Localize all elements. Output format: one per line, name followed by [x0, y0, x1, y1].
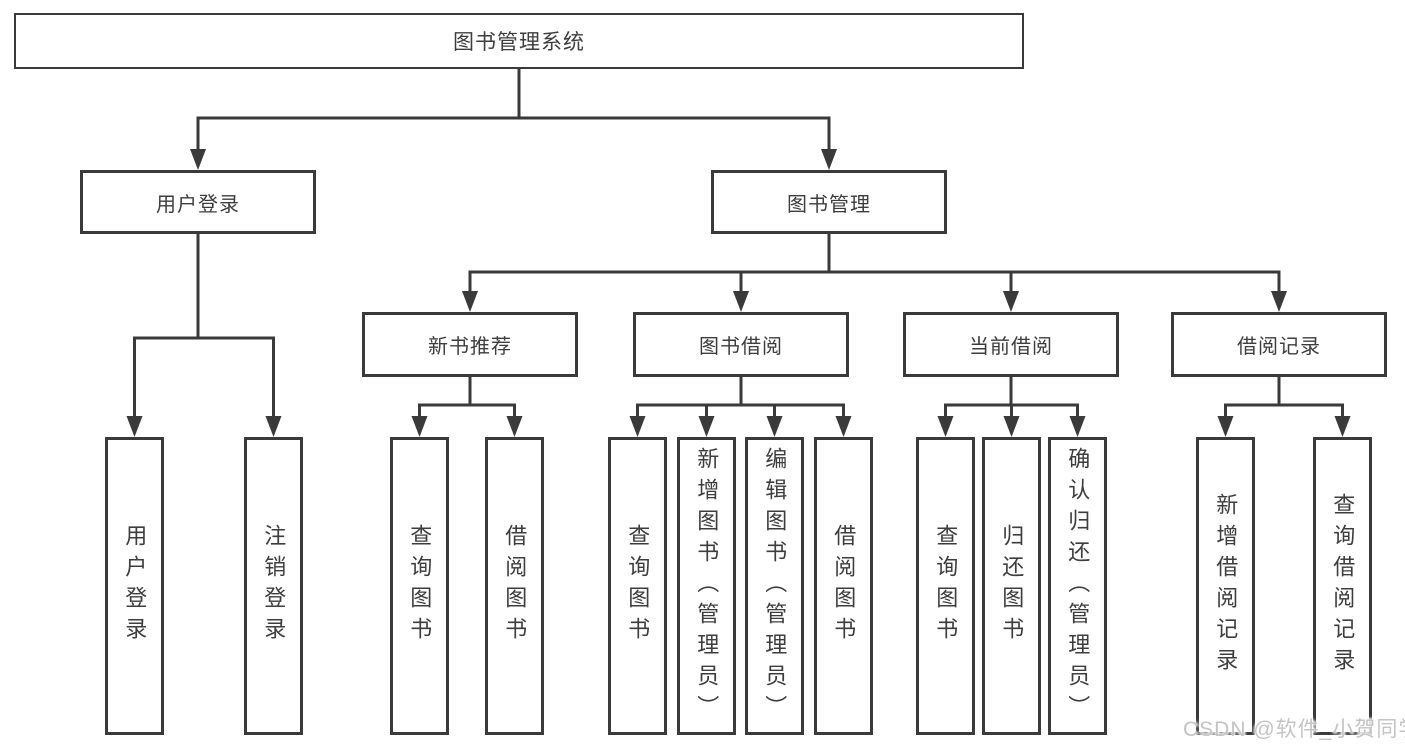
node-leaf-add-book-admin: 新增图书（管理员） [677, 437, 736, 735]
arrowhead [937, 416, 954, 437]
arrowhead [698, 416, 715, 437]
node-leaf-user-login-label: 用户登录 [122, 524, 148, 648]
node-book-management-label: 图书管理 [787, 193, 871, 216]
node-leaf-query-borrow-record: 查询借阅记录 [1313, 437, 1372, 735]
node-leaf-confirm-return-admin-label: 确认归还（管理员） [1065, 446, 1091, 726]
arrowhead [1003, 291, 1019, 312]
arrowhead [1334, 416, 1351, 437]
connector-book-borrow [636, 377, 845, 421]
connector-current-borrow [944, 377, 1079, 421]
arrowhead [1069, 416, 1086, 437]
arrowhead [265, 416, 282, 437]
node-leaf-borrow-books-recommend: 借阅图书 [485, 437, 544, 735]
arrowhead [1003, 416, 1020, 437]
node-leaf-query-books-borrow: 查询图书 [608, 437, 667, 735]
connector-user-login [133, 234, 275, 421]
node-leaf-logout-label: 注销登录 [261, 524, 287, 648]
node-leaf-return-book: 归还图书 [982, 437, 1041, 735]
node-new-book-recommend-label: 新书推荐 [428, 336, 512, 358]
node-user-login: 用户登录 [80, 170, 316, 234]
node-leaf-borrow-books-recommend-label: 借阅图书 [502, 524, 528, 648]
arrowhead [1271, 291, 1287, 312]
node-leaf-query-books-current: 查询图书 [916, 437, 975, 735]
arrowhead [821, 149, 837, 170]
node-new-book-recommend: 新书推荐 [362, 312, 578, 377]
node-leaf-query-books-recommend: 查询图书 [390, 437, 449, 735]
node-leaf-borrow-books: 借阅图书 [814, 437, 873, 735]
arrowhead [733, 291, 749, 312]
arrowhead [190, 149, 206, 170]
node-root-label: 图书管理系统 [453, 31, 585, 54]
node-leaf-query-books-current-label: 查询图书 [933, 524, 959, 648]
node-user-login-label: 用户登录 [156, 193, 240, 216]
arrowhead [462, 291, 478, 312]
node-book-management: 图书管理 [711, 170, 947, 234]
node-leaf-add-book-admin-label: 新增图书（管理员） [694, 446, 720, 726]
arrowhead [506, 416, 523, 437]
node-root: 图书管理系统 [14, 13, 1024, 69]
node-leaf-query-books-borrow-label: 查询图书 [625, 524, 651, 648]
node-leaf-edit-book-admin-label: 编辑图书（管理员） [762, 446, 788, 726]
node-leaf-return-book-label: 归还图书 [999, 524, 1025, 648]
connector-root [196, 69, 831, 154]
node-leaf-borrow-books-label: 借阅图书 [831, 524, 857, 648]
node-leaf-query-borrow-record-label: 查询借阅记录 [1330, 493, 1356, 679]
watermark: CSDN @软件_小贺同学 [1183, 718, 1405, 741]
node-borrow-records: 借阅记录 [1171, 312, 1387, 377]
node-current-borrow-label: 当前借阅 [969, 336, 1053, 358]
node-book-borrow-label: 图书借阅 [699, 336, 783, 358]
node-book-borrow: 图书借阅 [633, 312, 849, 377]
node-borrow-records-label: 借阅记录 [1237, 336, 1321, 358]
arrowhead [835, 416, 852, 437]
arrowhead [411, 416, 428, 437]
arrowhead [126, 416, 143, 437]
arrowhead [629, 416, 646, 437]
connector-book-management [468, 234, 1281, 296]
node-leaf-user-login: 用户登录 [105, 437, 164, 735]
node-leaf-add-borrow-record-label: 新增借阅记录 [1213, 493, 1239, 679]
connector-new-book [418, 377, 516, 421]
node-leaf-add-borrow-record: 新增借阅记录 [1196, 437, 1255, 735]
node-leaf-logout: 注销登录 [244, 437, 303, 735]
node-leaf-query-books-recommend-label: 查询图书 [407, 524, 433, 648]
node-leaf-confirm-return-admin: 确认归还（管理员） [1048, 437, 1107, 735]
arrowhead [1217, 416, 1234, 437]
node-current-borrow: 当前借阅 [903, 312, 1119, 377]
node-leaf-edit-book-admin: 编辑图书（管理员） [745, 437, 804, 735]
arrowhead [766, 416, 783, 437]
connector-borrow-records [1224, 377, 1344, 421]
